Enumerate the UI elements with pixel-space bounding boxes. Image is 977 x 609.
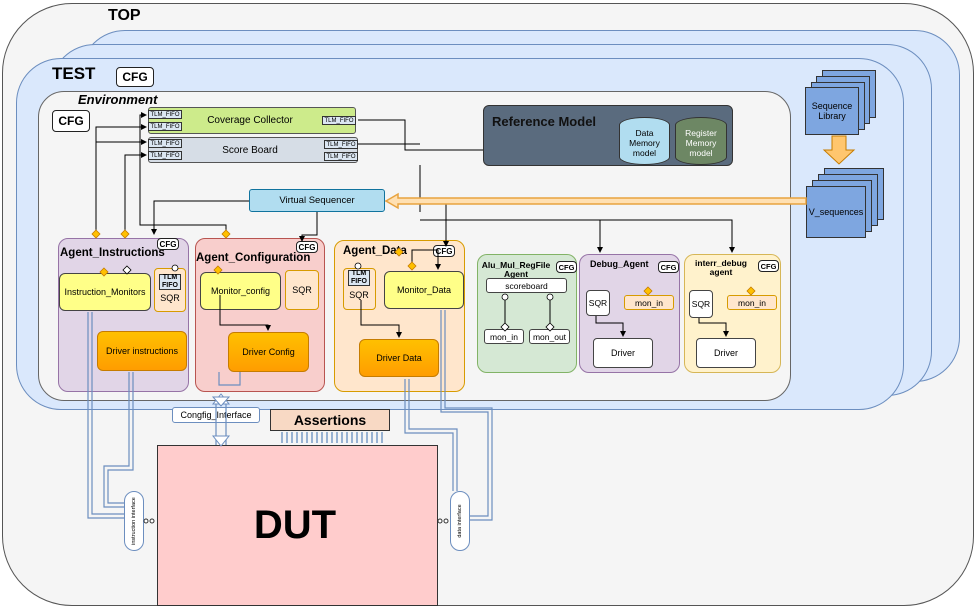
driver-instructions: Driver instructions bbox=[97, 331, 187, 371]
agent-instructions-tlm-fifo: TLM FIFO bbox=[159, 274, 181, 290]
alu-agent-cfg: CFG bbox=[556, 261, 577, 273]
top-label: TOP bbox=[108, 7, 141, 24]
monitor-data: Monitor_Data bbox=[384, 271, 464, 309]
agent-configuration-cfg: CFG bbox=[296, 241, 318, 253]
dut bbox=[157, 445, 438, 606]
agent-configuration-sqr: SQR bbox=[285, 270, 319, 310]
dut-label: DUT bbox=[253, 502, 337, 547]
agent-data-sqr: SQR bbox=[349, 290, 369, 300]
alu-scoreboard: scoreboard bbox=[486, 278, 567, 293]
coverage-fifo-out: TLM_FIFO bbox=[322, 116, 356, 125]
alu-agent-title: Alu_Mul_RegFile Agent bbox=[481, 260, 551, 279]
driver-config: Driver Config bbox=[228, 332, 309, 372]
scoreboard-fifo-out-2: TLM_FIFO bbox=[324, 152, 358, 161]
assertions: Assertions bbox=[270, 409, 390, 431]
data-memory-model: Data Memory model bbox=[619, 117, 670, 165]
coverage-collector-label: Coverage Collector bbox=[207, 114, 293, 126]
driver-data: Driver Data bbox=[359, 339, 439, 377]
agent-data-tlm-fifo: TLM FIFO bbox=[348, 270, 370, 286]
instruction-monitors: Instruction_Monitors bbox=[59, 273, 151, 311]
debug-agent-cfg: CFG bbox=[658, 261, 679, 273]
agent-instructions-title: Agent_Instructions bbox=[60, 247, 165, 259]
debug-agent-title: Debug_Agent bbox=[590, 259, 649, 269]
agent-instructions-sqr: SQR bbox=[160, 293, 180, 303]
v-sequences: V_sequences bbox=[806, 186, 866, 238]
agent-instructions-cfg: CFG bbox=[157, 238, 179, 250]
score-board bbox=[148, 137, 358, 163]
data-interface bbox=[450, 491, 470, 551]
debug-sqr: SQR bbox=[586, 290, 610, 316]
coverage-fifo-in-2: TLM_FIFO bbox=[148, 122, 182, 131]
alu-agent bbox=[477, 254, 577, 373]
score-board-label: Score Board bbox=[222, 144, 278, 156]
register-memory-model: Register Memory model bbox=[675, 117, 727, 165]
scoreboard-fifo-in-2: TLM_FIFO bbox=[148, 151, 182, 160]
agent-data-title: Agent_Data bbox=[343, 245, 407, 257]
debug-mon-in: mon_in bbox=[624, 295, 674, 310]
environment-label: Environment bbox=[78, 92, 158, 107]
environment-cfg: CFG bbox=[52, 110, 90, 132]
interr-mon-in: mon_in bbox=[727, 295, 777, 310]
test-cfg: CFG bbox=[116, 67, 154, 87]
scoreboard-fifo-out-1: TLM_FIFO bbox=[324, 140, 358, 149]
interr-sqr: SQR bbox=[689, 290, 713, 318]
scoreboard-fifo-in-1: TLM_FIFO bbox=[148, 139, 182, 148]
interr-agent-cfg: CFG bbox=[758, 260, 779, 272]
virtual-sequencer: Virtual Sequencer bbox=[249, 189, 385, 212]
agent-configuration-title: Agent_Configuration bbox=[196, 252, 311, 264]
coverage-fifo-in-1: TLM_FIFO bbox=[148, 110, 182, 119]
coverage-collector bbox=[148, 107, 356, 134]
debug-driver: Driver bbox=[593, 338, 653, 368]
interr-driver: Driver bbox=[696, 338, 756, 368]
test-label: TEST bbox=[52, 64, 96, 83]
sequence-library: Sequence Library bbox=[805, 87, 859, 135]
reference-model-label: Reference Model bbox=[492, 114, 597, 129]
monitor-config: Monitor_config bbox=[200, 272, 281, 310]
interr-agent-title: interr_debug agent bbox=[695, 258, 747, 277]
